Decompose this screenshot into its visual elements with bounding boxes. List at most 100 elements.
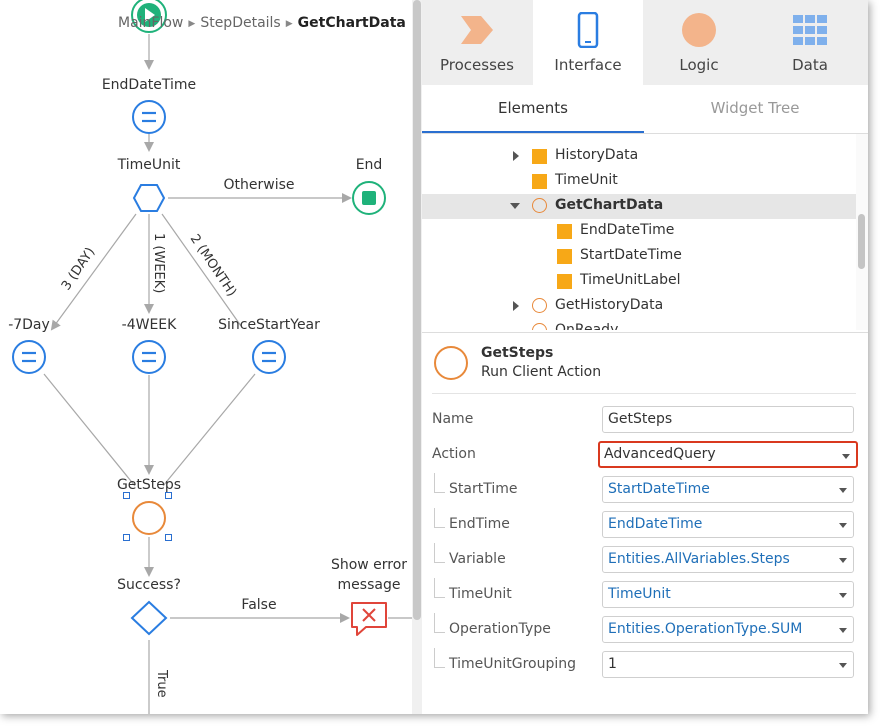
expand-caret-icon[interactable]: [513, 301, 519, 311]
timeunitgrouping-select[interactable]: 1: [602, 651, 854, 678]
connector-day: [50, 213, 137, 331]
panel-splitter[interactable]: [412, 0, 422, 714]
interface-icon: [577, 12, 599, 48]
breadcrumb-item[interactable]: MainFlow: [118, 15, 184, 31]
tree-item-label: TimeUnit: [555, 172, 618, 188]
tree-item-label: TimeUnitLabel: [580, 272, 681, 288]
tab-data[interactable]: Data: [755, 0, 865, 85]
timeunit-select[interactable]: TimeUnit: [602, 581, 854, 608]
chevron-right-icon: ▶: [188, 19, 196, 29]
tree-item-gethistorydata[interactable]: GetHistoryData: [422, 294, 856, 319]
property-label: Variable: [449, 551, 506, 567]
action-icon: [532, 198, 547, 213]
subtab-widget-tree[interactable]: Widget Tree: [710, 99, 800, 117]
tab-label: Data: [792, 56, 828, 74]
tree-item-timeunit[interactable]: TimeUnit: [422, 169, 856, 194]
node-label-week: -4WEEK: [121, 317, 177, 333]
select-value: TimeUnit: [608, 586, 671, 602]
property-label: Name: [432, 411, 474, 427]
dropdown-arrow-icon: [842, 454, 850, 459]
tab-label: Processes: [440, 56, 514, 74]
splitter-grip[interactable]: [413, 0, 421, 620]
action-icon: [532, 323, 547, 330]
tree-connector: [434, 648, 445, 668]
connector-label-true: True: [154, 669, 169, 698]
selection-handle[interactable]: [165, 534, 172, 541]
assign-icon[interactable]: [12, 340, 46, 374]
property-row-endtime: EndTime EndDateTime: [422, 508, 868, 543]
properties-panel: GetSteps Run Client Action Name GetSteps…: [422, 332, 868, 714]
connector-label-otherwise: Otherwise: [223, 177, 295, 193]
tree-item-enddatetime[interactable]: EndDateTime: [422, 219, 856, 244]
tab-logic[interactable]: Logic: [644, 0, 754, 85]
selection-handle[interactable]: [165, 492, 172, 499]
tree-item-label: GetHistoryData: [555, 297, 664, 313]
switch-icon[interactable]: [132, 184, 166, 212]
operationtype-select[interactable]: Entities.OperationType.SUM: [602, 616, 854, 643]
tab-interface[interactable]: Interface: [533, 0, 643, 85]
starttime-select[interactable]: StartDateTime: [602, 476, 854, 503]
connector-month: [161, 213, 242, 327]
tree-item-historydata[interactable]: HistoryData: [422, 144, 856, 169]
expand-caret-icon[interactable]: [513, 151, 519, 161]
elements-tree: HistoryData TimeUnit GetChartData EndDat…: [422, 134, 868, 330]
node-label-day: -7Day: [8, 317, 50, 333]
node-label-show-error: Show error: [330, 557, 408, 573]
breadcrumb: MainFlow▶StepDetails▶GetChartData: [118, 15, 406, 31]
tree-scrollbar[interactable]: [856, 134, 868, 330]
endtime-select[interactable]: EndDateTime: [602, 511, 854, 538]
start-node[interactable]: [131, 0, 167, 33]
tree-item-onready[interactable]: OnReady: [422, 319, 856, 330]
message-icon[interactable]: [351, 602, 387, 636]
variable-icon: [557, 224, 572, 239]
node-label-show-error-line2: message: [337, 577, 401, 593]
if-icon[interactable]: [130, 600, 168, 636]
name-field[interactable]: GetSteps: [602, 406, 854, 433]
property-row-variable: Variable Entities.AllVariables.Steps: [422, 543, 868, 578]
select-value: StartDateTime: [608, 481, 710, 497]
dropdown-arrow-icon: [839, 558, 847, 563]
element-name: GetSteps: [481, 345, 554, 361]
assign-icon[interactable]: [132, 340, 166, 374]
assign-icon[interactable]: [132, 100, 166, 134]
node-label-enddatetime: EndDateTime: [101, 77, 197, 93]
select-value: 1: [608, 656, 617, 672]
tree-item-label: StartDateTime: [580, 247, 682, 263]
tree-connector: [434, 613, 445, 633]
connector-day-getsteps: [43, 373, 136, 487]
connector-label-week: 1 (WEEK): [151, 233, 166, 293]
right-panel: Processes Interface Logic Data: [422, 0, 868, 714]
flow-canvas[interactable]: 3 (DAY) 1 (WEEK) 2 (MONTH) True: [0, 0, 412, 714]
selection-handle[interactable]: [123, 534, 130, 541]
tab-label: Logic: [679, 56, 719, 74]
tree-connector: [434, 473, 445, 493]
tree-connector: [434, 578, 445, 598]
selection-handle[interactable]: [123, 492, 130, 499]
connector-label-day: 3 (DAY): [59, 245, 98, 293]
assign-icon[interactable]: [252, 340, 286, 374]
tab-processes[interactable]: Processes: [422, 0, 532, 85]
property-label: EndTime: [449, 516, 510, 532]
subtab-elements[interactable]: Elements: [422, 85, 644, 133]
breadcrumb-item[interactable]: StepDetails: [200, 15, 281, 31]
variable-icon: [557, 249, 572, 264]
tree-item-timeunitlabel[interactable]: TimeUnitLabel: [422, 269, 856, 294]
node-label-getsteps: GetSteps: [116, 477, 182, 493]
app-window: 3 (DAY) 1 (WEEK) 2 (MONTH) True: [0, 0, 868, 714]
tree-item-getchartdata[interactable]: GetChartData: [422, 194, 856, 219]
action-select[interactable]: AdvancedQuery: [598, 441, 858, 468]
node-label-success: Success?: [117, 577, 181, 593]
variable-icon: [532, 149, 547, 164]
dropdown-arrow-icon: [839, 663, 847, 668]
variable-select[interactable]: Entities.AllVariables.Steps: [602, 546, 854, 573]
tree-item-startdatetime[interactable]: StartDateTime: [422, 244, 856, 269]
scrollbar-thumb[interactable]: [858, 214, 865, 269]
dropdown-arrow-icon: [839, 523, 847, 528]
client-action-icon[interactable]: [132, 501, 166, 535]
end-node-icon[interactable]: [352, 181, 386, 215]
dropdown-arrow-icon: [839, 488, 847, 493]
property-row-action: Action AdvancedQuery: [422, 438, 868, 473]
collapse-caret-icon[interactable]: [510, 203, 520, 209]
property-label: OperationType: [449, 621, 551, 637]
property-row-operationtype: OperationType Entities.OperationType.SUM: [422, 613, 868, 648]
